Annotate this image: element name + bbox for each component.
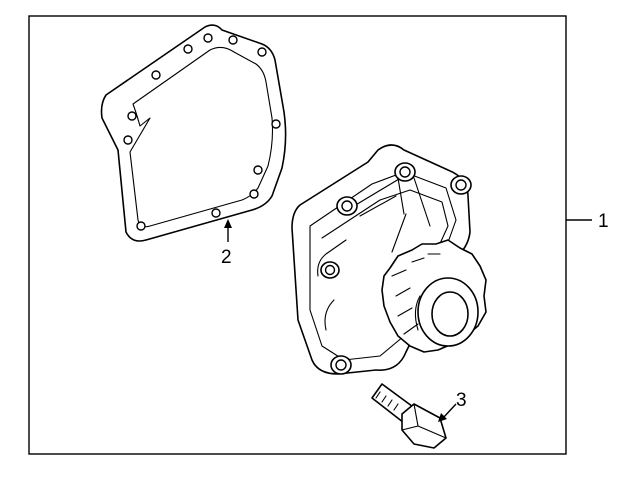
callout-1: 1 xyxy=(598,211,609,232)
callout-3-leader xyxy=(442,403,457,419)
water-pump xyxy=(291,144,487,375)
callout-3-arrowhead xyxy=(438,413,447,422)
callout-2-arrowhead xyxy=(224,219,232,228)
assembly-frame xyxy=(28,15,567,455)
callout-2: 2 xyxy=(221,247,232,268)
callout-3: 3 xyxy=(456,390,467,411)
gasket xyxy=(100,24,287,242)
bolt xyxy=(371,383,447,449)
